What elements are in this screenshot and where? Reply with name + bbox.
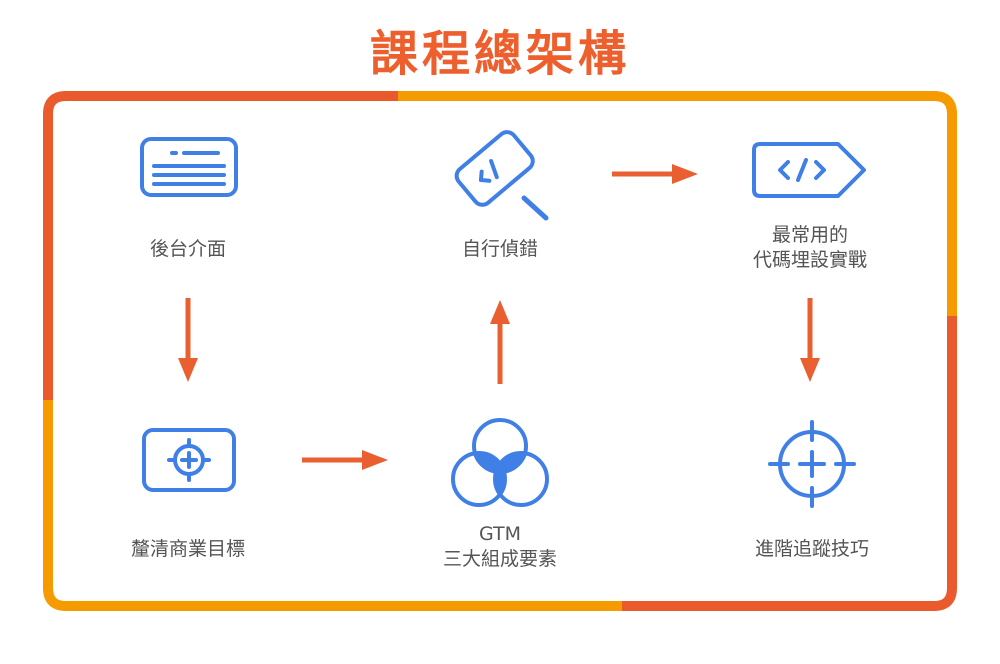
arrow-gtm-to-debug: [490, 300, 510, 384]
frame-segment-orange-top-right: [398, 91, 957, 316]
node-label-line: 自行偵錯: [461, 238, 538, 260]
node-label-advanced: 進階追蹤技巧: [682, 537, 942, 562]
venn-diagram-icon: [451, 418, 549, 507]
frame-segment-orange-bottom-left: [43, 400, 622, 611]
node-label-line: 後台介面: [149, 238, 226, 260]
frame-segment-red-bottom-right: [622, 316, 957, 611]
node-label-line: 進階追蹤技巧: [754, 538, 869, 560]
node-label-line: 釐清商業目標: [130, 538, 245, 560]
node-label-line: GTM: [478, 523, 522, 545]
node-label-debug: 自行偵錯: [370, 237, 630, 262]
node-label-line: 代碼埋設實戰: [752, 249, 867, 271]
target-card-icon: [142, 428, 236, 492]
arrow-backend-to-goals: [178, 298, 198, 382]
arrow-goals-to-gtm: [302, 450, 388, 470]
node-label-gtm: GTM 三大組成要素: [370, 522, 630, 572]
node-label-backend: 後台介面: [58, 237, 318, 262]
crosshair-icon: [768, 420, 856, 508]
frame-segment-red-top-left: [43, 91, 398, 400]
node-label-line: 三大組成要素: [442, 548, 557, 570]
arrow-debug-to-common-code: [612, 164, 698, 184]
node-label-line: 最常用的: [771, 224, 848, 246]
code-magnifier-icon: [454, 130, 549, 221]
code-tag-icon: [752, 142, 866, 198]
page-title: 課程總架構: [369, 26, 630, 82]
arrow-common-code-to-advanced: [800, 298, 820, 382]
node-label-goals: 釐清商業目標: [58, 537, 318, 562]
browser-window-icon: [140, 137, 238, 197]
node-label-common-code: 最常用的 代碼埋設實戰: [680, 223, 940, 273]
